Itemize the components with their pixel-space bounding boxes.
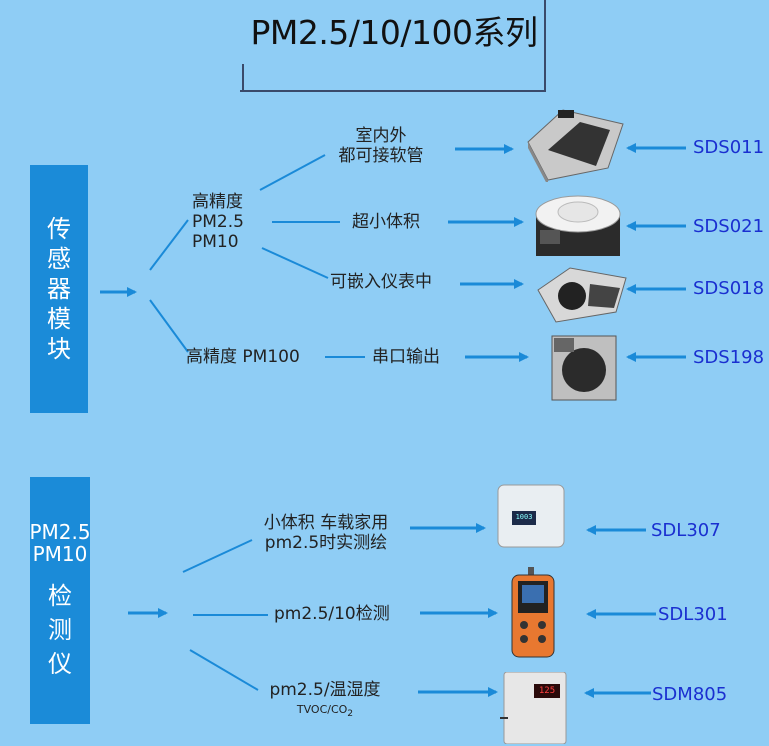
instrument-box-char: 检 (48, 581, 72, 610)
sdm805-product-image: 125 (500, 672, 570, 744)
group-label-line: 高精度 (192, 192, 243, 212)
model-sdl301: SDL301 (658, 604, 728, 625)
instrument-box: PM2.5 PM10 检 测 仪 (29, 477, 91, 724)
model-sds018: SDS018 (693, 278, 765, 299)
sdl307-product-image: 1003 (496, 483, 566, 549)
branch-lower (149, 299, 189, 353)
branch-upper (149, 219, 189, 271)
feature-hose: 室内外 都可接软管 (326, 126, 436, 166)
feature-vehicle-home: 小体积 车载家用 pm2.5时实测绘 (246, 513, 406, 553)
model-sdm805: SDM805 (652, 684, 728, 705)
sensor-box-char: 模 (47, 305, 71, 333)
instrument-box-char: 测 (48, 615, 72, 644)
sdm805-screen-value: 125 (538, 686, 556, 696)
sdm805-device-body (500, 672, 567, 744)
feature-embeddable: 可嵌入仪表中 (330, 272, 432, 292)
sds021-product-image (535, 195, 621, 256)
instrument-box-pm: PM2.5 PM10 (29, 521, 90, 565)
co2-subscript: 2 (347, 708, 354, 720)
model-sds198: SDS198 (693, 347, 765, 368)
group-label-line: PM10 (192, 232, 239, 252)
page-title: PM2.5/10/100系列 (250, 13, 538, 52)
title-frame (240, 0, 546, 92)
group-label-line: PM2.5 (192, 212, 244, 232)
feature-vehicle-home-line: pm2.5时实测绘 (264, 533, 388, 553)
model-sds021: SDS021 (693, 216, 765, 237)
feature-hose-line: 室内外 (355, 126, 407, 146)
instrument-box-char: 仪 (48, 649, 72, 678)
model-sdl307: SDL307 (651, 520, 721, 541)
feature-compact: 超小体积 (352, 212, 420, 232)
instrument-box-pm-line: PM2.5 (29, 519, 91, 544)
sensor-module-box: 传 感 器 模 块 (30, 165, 88, 413)
branch-f3 (261, 247, 329, 279)
branch-i1 (182, 539, 253, 573)
sds198-product-image (551, 335, 617, 401)
feature-temp-humidity-line: pm2.5/温湿度 (269, 680, 381, 700)
sdl301-product-image (511, 567, 555, 658)
branch-i3 (189, 649, 259, 691)
group-label: 高精度 PM2.5 PM10 (192, 192, 244, 252)
model-sds011: SDS011 (693, 137, 765, 158)
tvoc-text: TVOC/CO (296, 703, 348, 716)
sds011-product-image (527, 109, 624, 182)
sensor-box-char: 块 (47, 335, 71, 363)
feature-serial: 串口输出 (372, 347, 440, 367)
instrument-box-pm-line: PM10 (32, 541, 88, 566)
feature-hose-line: 都可接软管 (338, 146, 424, 166)
sensor-box-char: 感 (47, 245, 71, 273)
branch-f1 (259, 154, 326, 191)
sdl307-screen-value: 1003 (515, 513, 533, 521)
feature-tvoc-line: TVOC/CO2 (262, 700, 388, 724)
feature-vehicle-home-line: 小体积 车载家用 (263, 513, 389, 533)
feature-pm-detect: pm2.5/10检测 (274, 604, 390, 624)
feature-temp-humidity: pm2.5/温湿度 TVOC/CO2 (262, 680, 388, 724)
sds018-product-image (537, 267, 627, 323)
pm100-label: 高精度 PM100 (186, 347, 300, 367)
sensor-box-char: 器 (47, 275, 71, 303)
sdl307-device-body (497, 484, 565, 548)
sensor-box-char: 传 (47, 215, 71, 243)
